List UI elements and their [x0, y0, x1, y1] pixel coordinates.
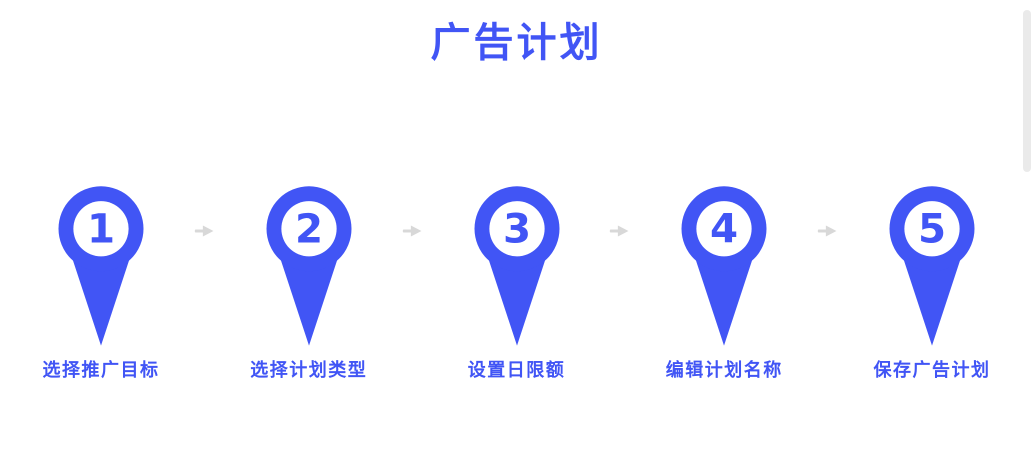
step-number: 2: [295, 205, 323, 252]
arrow-right-icon: [180, 224, 230, 238]
step-number: 4: [710, 205, 738, 252]
step-label: 设置日限额: [467, 360, 566, 380]
step-number: 1: [87, 205, 115, 252]
page-title: 广告计划: [430, 21, 603, 65]
step-label: 编辑计划名称: [665, 360, 783, 380]
step-1: 1 选择推广目标: [22, 184, 180, 382]
steps-row: 1 选择推广目标 2 选择计划类型: [0, 184, 1033, 382]
step-number: 5: [918, 205, 946, 252]
map-pin-icon: 3: [474, 186, 559, 346]
step-label: 选择计划类型: [250, 360, 368, 380]
step-4: 4 编辑计划名称: [645, 184, 803, 382]
map-pin-icon: 5: [889, 186, 975, 346]
step-label: 选择推广目标: [42, 360, 160, 380]
step-number: 3: [502, 205, 530, 252]
page: 广告计划 1 选择推广目标 2: [0, 10, 1033, 459]
step-2: 2 选择计划类型: [230, 184, 388, 382]
arrow-right-icon: [388, 224, 438, 238]
arrow-right-icon: [803, 224, 853, 238]
step-5: 5 保存广告计划: [853, 184, 1011, 382]
map-pin-icon: 2: [266, 186, 352, 346]
scrollbar[interactable]: [1023, 10, 1031, 172]
map-pin-icon: 1: [58, 186, 144, 346]
arrow-right-icon: [596, 224, 646, 238]
map-pin-icon: 4: [681, 186, 767, 346]
step-3: 3 设置日限额: [438, 184, 596, 382]
step-label: 保存广告计划: [873, 360, 991, 380]
